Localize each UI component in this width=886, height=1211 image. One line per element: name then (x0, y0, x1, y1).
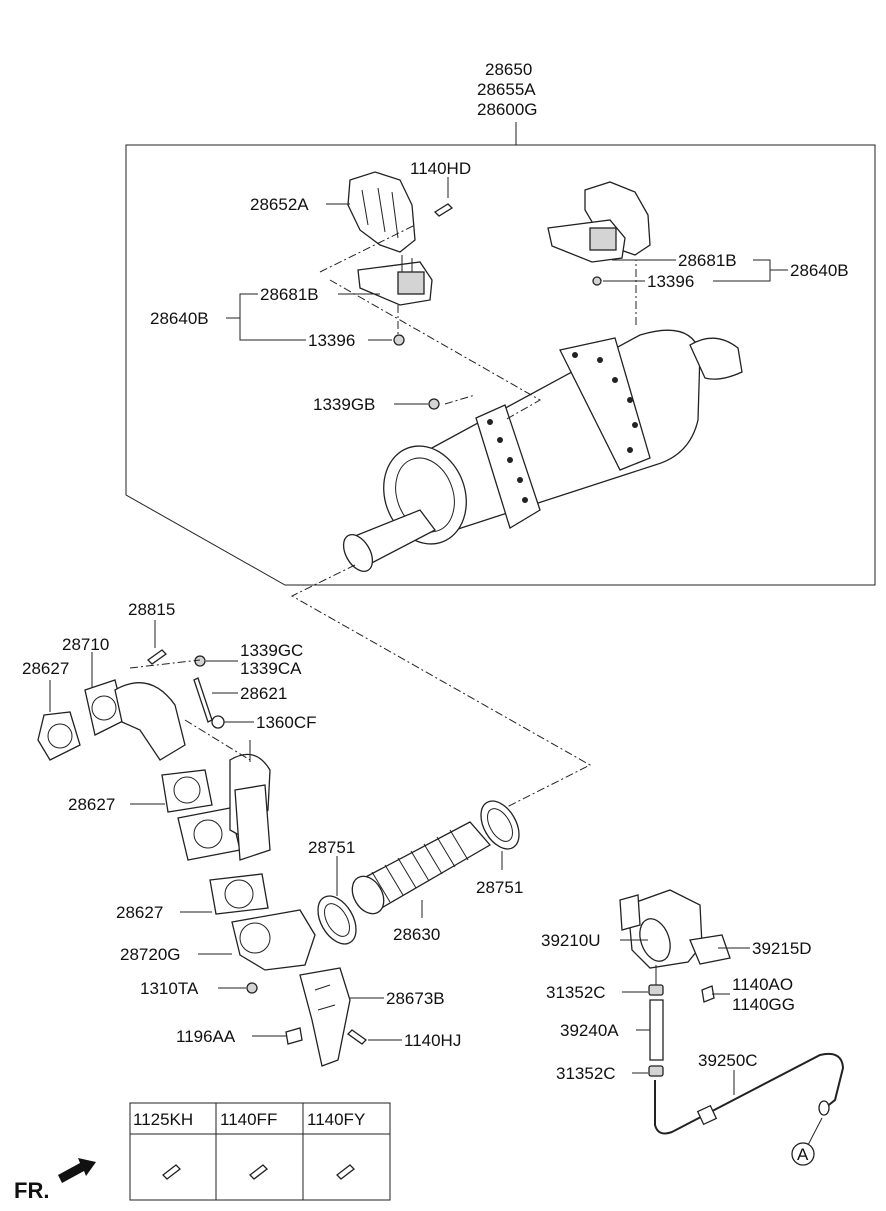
gasket-28627-b (161, 769, 213, 813)
label-1196AA: 1196AA (176, 1027, 236, 1046)
hanger-bracket-28652A (347, 171, 416, 253)
label-1339CA: 1339CA (240, 659, 302, 678)
muffler-assembly-frame (125, 144, 876, 586)
bolt-1140AO (701, 985, 715, 1003)
label-1140HJ: 1140HJ (404, 1031, 461, 1050)
bolt-1140FF-icon (249, 1164, 268, 1180)
label-28815: 28815 (128, 600, 175, 619)
flex-pipe-28630 (351, 821, 492, 915)
hose-clamp-31352C-a (648, 984, 664, 996)
muffler (342, 329, 743, 572)
label-28640B-right: 28640B (790, 261, 849, 280)
flange-pipe-28710 (84, 679, 186, 761)
label-28710: 28710 (62, 635, 109, 654)
nut-13396-right (592, 276, 602, 286)
label-31352C-a: 31352C (546, 983, 606, 1002)
pipe-39250C (654, 1052, 845, 1135)
label-28720G: 28720G (120, 945, 181, 964)
gasket-28627-c (209, 873, 269, 915)
nut-13396-left (393, 334, 405, 346)
label-1140AO: 1140AO (732, 975, 793, 994)
pipe-fitting (818, 1100, 830, 1116)
direction-label: FR. (14, 1178, 49, 1203)
label-28630: 28630 (393, 925, 440, 944)
label-31352C-b: 31352C (556, 1064, 616, 1083)
stud-28621 (193, 677, 213, 723)
washer-1360CF (211, 715, 225, 729)
hose-39240A (649, 999, 664, 1061)
label-13396-right: 13396 (647, 272, 694, 291)
hose-clamp-31352C-b (648, 1065, 664, 1077)
label-1360CF: 1360CF (256, 713, 316, 732)
bolt-1140HD (433, 203, 454, 217)
label-28640B-left: 28640B (150, 309, 209, 328)
label-1140HD: 1140HD (410, 159, 471, 178)
label-1339GB: 1339GB (313, 395, 375, 414)
table-header-1140FF: 1140FF (220, 1110, 277, 1129)
nut-1339GC (194, 655, 206, 667)
bolt-1125KH-icon (162, 1164, 181, 1180)
nut-1339GB (428, 398, 440, 410)
label-28627-a: 28627 (22, 659, 69, 678)
label-28627-b: 28627 (68, 795, 115, 814)
label-13396-left: 13396 (308, 331, 355, 350)
clamp-28751-b (480, 800, 520, 850)
label-39250C: 39250C (698, 1051, 758, 1070)
table-header-1125KH: 1125KH (133, 1110, 193, 1129)
label-28751-a: 28751 (308, 838, 355, 857)
label-28652A: 28652A (250, 195, 309, 214)
header-label-28655A: 28655A (477, 80, 536, 99)
label-28681B-left: 28681B (260, 285, 319, 304)
label-28627-c: 28627 (116, 903, 163, 922)
hanger-bracket-right (547, 181, 651, 263)
direction-arrow-icon (58, 1158, 96, 1183)
label-1140GG: 1140GG (732, 995, 795, 1014)
label-39240A: 39240A (560, 1021, 619, 1040)
label-28673B: 28673B (386, 989, 445, 1008)
header-label-28600G: 28600G (477, 100, 538, 119)
fastener-table: 1125KH 1140FF 1140FY (129, 1102, 391, 1201)
bolt-1140FY-icon (336, 1164, 355, 1180)
label-1339GC: 1339GC (240, 641, 303, 660)
label-39210U: 39210U (541, 931, 601, 950)
label-1310TA: 1310TA (140, 979, 199, 998)
header-label-28650: 28650 (485, 60, 532, 79)
label-39215D: 39215D (752, 939, 812, 958)
clamp-28751-a (317, 895, 357, 945)
table-header-1140FY: 1140FY (307, 1110, 365, 1129)
bolt-28815 (146, 649, 168, 665)
callout-circle-A (791, 1142, 815, 1166)
bolt-1310TA (246, 982, 258, 994)
sensor-39210U (619, 889, 703, 969)
rubber-mount-28681B-left (357, 255, 433, 306)
label-28681B-right: 28681B (678, 251, 737, 270)
egr-valve-body (177, 740, 271, 861)
pipe-bracket (696, 1104, 718, 1126)
gasket-28627-a (37, 711, 81, 761)
callout-A: A (797, 1145, 809, 1164)
bracket-28673B (299, 967, 351, 1067)
label-28621: 28621 (240, 684, 287, 703)
bolt-1196AA (285, 1027, 303, 1045)
flange-28720G (231, 909, 316, 971)
bracket-39215D (689, 934, 731, 965)
bolt-1140HJ (346, 1029, 368, 1045)
label-28751-b: 28751 (476, 878, 523, 897)
